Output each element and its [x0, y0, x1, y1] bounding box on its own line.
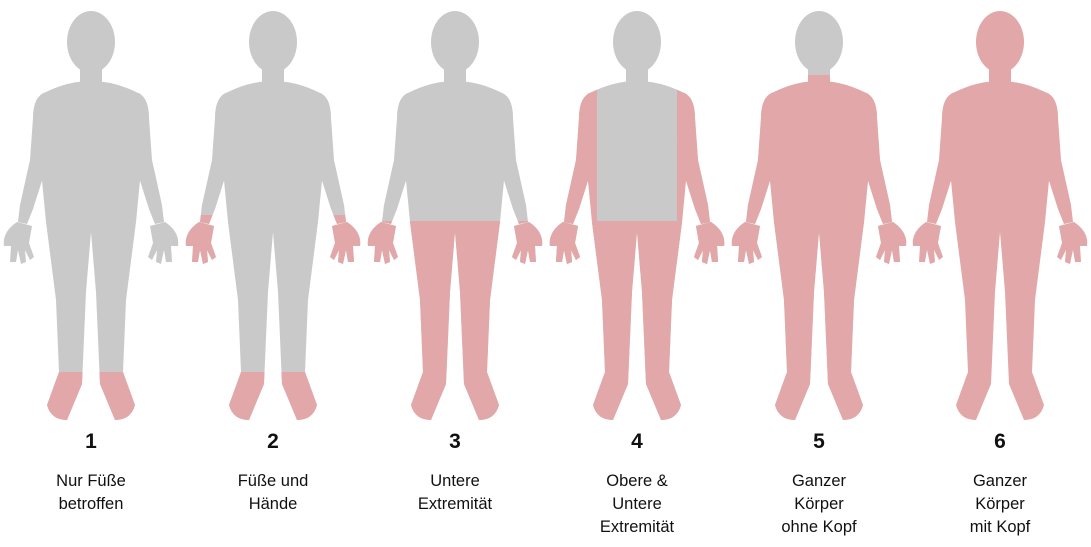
figure-number: 5	[728, 430, 910, 454]
figure-number: 2	[182, 430, 364, 454]
figure-caption: Ganzer Körper ohne Kopf	[728, 470, 910, 539]
figure-caption: Ganzer Körper mit Kopf	[909, 470, 1091, 539]
figure-caption: Obere & Untere Extremität	[546, 470, 728, 539]
figure-number: 6	[909, 430, 1091, 454]
caption-line: Obere &	[546, 470, 728, 493]
caption-line: Untere	[364, 470, 546, 493]
body-figure-1: 1 Nur Füße betroffen	[0, 0, 182, 547]
human-silhouette-icon	[546, 0, 728, 430]
caption-line: Nur Füße	[0, 470, 182, 493]
figure-caption: Nur Füße betroffen	[0, 470, 182, 516]
human-silhouette-icon	[0, 0, 182, 430]
caption-line: Ganzer	[909, 470, 1091, 493]
human-silhouette-icon	[364, 0, 546, 430]
human-silhouette-icon	[182, 0, 364, 430]
affected-whole-body-region	[913, 11, 1087, 420]
caption-line: Untere	[546, 493, 728, 516]
caption-line: Körper	[728, 493, 910, 516]
figure-caption: Untere Extremität	[364, 470, 546, 516]
body-figure-2: 2 Füße und Hände	[182, 0, 364, 547]
figure-number: 4	[546, 430, 728, 454]
body-figure-6: 6 Ganzer Körper mit Kopf	[909, 0, 1091, 547]
figure-number: 3	[364, 430, 546, 454]
body-figure-4: 4 Obere & Untere Extremität	[546, 0, 728, 547]
caption-line: Extremität	[546, 516, 728, 539]
figure-number: 1	[0, 430, 182, 454]
caption-line: Extremität	[364, 493, 546, 516]
caption-line: Hände	[182, 493, 364, 516]
caption-line: Ganzer	[728, 470, 910, 493]
caption-line: Füße und	[182, 470, 364, 493]
body-figure-5: 5 Ganzer Körper ohne Kopf	[728, 0, 910, 547]
caption-line: Körper	[909, 493, 1091, 516]
caption-line: betroffen	[0, 493, 182, 516]
caption-line: ohne Kopf	[728, 516, 910, 539]
human-silhouette-icon	[728, 0, 910, 430]
figure-caption: Füße und Hände	[182, 470, 364, 516]
human-silhouette-icon	[909, 0, 1091, 430]
body-figure-3: 3 Untere Extremität	[364, 0, 546, 547]
caption-line: mit Kopf	[909, 516, 1091, 539]
